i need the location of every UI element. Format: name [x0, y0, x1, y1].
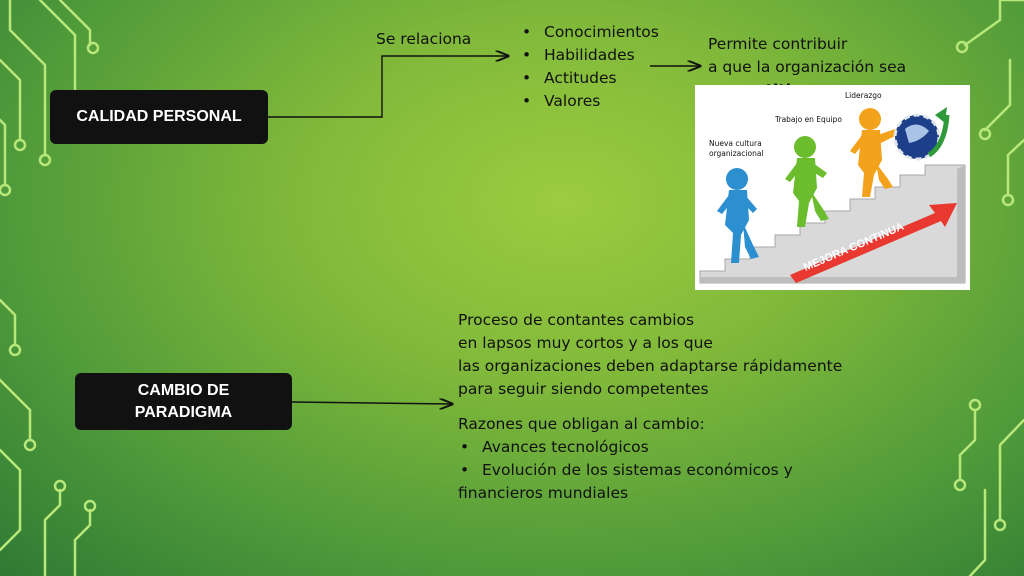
razones-item2: Evolución de los sistemas económicos y — [482, 461, 793, 479]
calidad-personal-box: CALIDAD PERSONAL — [50, 90, 268, 144]
green-figure — [785, 136, 829, 227]
list-item: Conocimientos — [520, 21, 659, 44]
permite-line1: Permite contribuir — [708, 35, 848, 53]
razones-block: Razones que obligan al cambio: • Avances… — [458, 413, 793, 505]
trabajo-label: Trabajo en Equipo — [774, 115, 842, 124]
nueva-label-line1: Nueva cultura — [709, 139, 762, 148]
calidad-connector — [268, 56, 508, 118]
list-item: • Avances tecnológicos — [460, 438, 649, 456]
liderazgo-label: Liderazgo — [845, 91, 882, 100]
proceso-line2: en lapsos muy cortos y a los que — [458, 334, 713, 352]
list-item: Valores — [520, 90, 659, 113]
permite-line2: a que la organización sea — [708, 58, 907, 76]
cambio-label-line2: PARADIGMA — [134, 403, 233, 421]
mejora-arrow — [790, 203, 957, 283]
cambio-label-line1: CAMBIO DE — [137, 381, 230, 399]
list-item: Actitudes — [520, 67, 659, 90]
blue-figure — [717, 168, 759, 263]
qualities-list: Conocimientos Habilidades Actitudes Valo… — [520, 21, 659, 113]
proceso-line3: las organizaciones deben adaptarse rápid… — [458, 357, 843, 375]
se-relaciona-label: Se relaciona — [376, 30, 472, 48]
stairs — [699, 164, 966, 284]
proceso-paragraph: Proceso de contantes cambios en lapsos m… — [458, 309, 842, 401]
cambio-connector — [291, 402, 452, 404]
razones-item2-cont: financieros mundiales — [458, 484, 629, 502]
cambio-paradigma-box: CAMBIO DE PARADIGMA — [75, 373, 292, 430]
proceso-line4: para seguir siendo competentes — [458, 380, 709, 398]
calidad-personal-label: CALIDAD PERSONAL — [76, 108, 242, 126]
staircase-illustration: MEJORA CONTINUA Liderazgo Trabajo en Equ… — [695, 85, 970, 290]
razones-title: Razones que obligan al cambio: — [458, 415, 705, 433]
list-item: Habilidades — [520, 44, 659, 67]
globe-icon — [893, 107, 950, 161]
orange-figure — [850, 108, 897, 197]
list-item: • Evolución de los sistemas económicos y — [460, 461, 793, 479]
nueva-label-line2: organizacional — [709, 149, 764, 158]
razones-item1: Avances tecnológicos — [482, 438, 649, 456]
proceso-line1: Proceso de contantes cambios — [458, 311, 695, 329]
